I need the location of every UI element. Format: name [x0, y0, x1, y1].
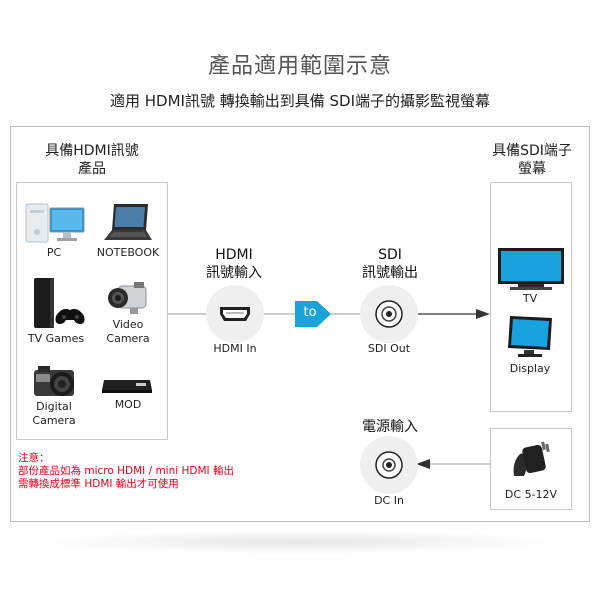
hdmi-heading-line1: HDMI	[215, 247, 253, 263]
hdmi-input-heading: HDMI 訊號輸入	[194, 246, 274, 282]
digital-camera-label-line2: Camera	[32, 414, 76, 427]
dc-port-circle	[360, 436, 418, 494]
sdi-heading-line1: SDI	[378, 247, 402, 263]
note-line-1: 部份產品如為 micro HDMI / mini HDMI 輸出	[18, 465, 234, 477]
game-console-icon	[34, 278, 85, 328]
digital-camera-label-line1: Digital	[36, 400, 72, 413]
video-camera-label-line2: Camera	[106, 332, 150, 345]
tv-games-label: TV Games	[27, 332, 85, 345]
page-subtitle: 適用 HDMI訊號 轉換輸出到具備 SDI端子的攝影監視螢幕	[110, 92, 490, 110]
source-heading-line2: 產品	[78, 161, 106, 177]
power-adapter-label: DC 5-12V	[504, 488, 558, 501]
to-arrow-badge-icon	[295, 301, 331, 327]
video-camera-icon	[108, 282, 147, 314]
dc-in-label: DC In	[374, 494, 404, 507]
display-label: Display	[509, 362, 551, 375]
pc-label: PC	[46, 246, 62, 259]
note-title: 注意：	[18, 452, 50, 464]
sdi-heading-line2: 訊號輸出	[362, 265, 418, 281]
mod-label: MOD	[114, 398, 142, 411]
page-title: 產品適用範圍示意	[207, 54, 392, 79]
destination-box	[490, 182, 572, 412]
source-heading-line1: 具備HDMI訊號	[45, 143, 139, 159]
frame-shadow	[40, 530, 560, 554]
video-camera-label: Video Camera	[98, 318, 158, 346]
notebook-icon	[104, 204, 152, 240]
power-adapter-icon	[513, 441, 550, 476]
sdi-out-label: SDI Out	[367, 342, 411, 355]
tv-label: TV	[522, 292, 538, 305]
digital-camera-label: Digital Camera	[22, 400, 86, 428]
source-heading: 具備HDMI訊號 產品	[20, 142, 164, 178]
mod-settop-box-icon	[102, 380, 152, 393]
notebook-label: NOTEBOOK	[96, 246, 160, 259]
destination-heading-line1: 具備SDI端子	[492, 143, 572, 159]
hdmi-port-circle	[206, 285, 264, 343]
hdmi-port-icon	[220, 307, 250, 321]
destination-heading-line2: 螢幕	[518, 161, 546, 177]
to-badge-label: to	[303, 305, 317, 320]
display-monitor-icon	[508, 316, 552, 357]
digital-camera-icon	[34, 366, 74, 396]
sdi-output-heading: SDI 訊號輸出	[350, 246, 430, 282]
note: 注意： 部份產品如為 micro HDMI / mini HDMI 輸出 需轉換…	[18, 452, 234, 491]
hdmi-heading-line2: 訊號輸入	[206, 265, 262, 281]
destination-heading: 具備SDI端子 螢幕	[470, 142, 594, 178]
power-input-heading: 電源輸入	[362, 419, 418, 435]
pc-icon	[25, 203, 85, 243]
sdi-port-circle	[360, 285, 418, 343]
dc-jack-icon	[375, 451, 403, 479]
video-camera-label-line1: Video	[112, 318, 144, 331]
sdi-bnc-port-icon	[375, 300, 403, 328]
tv-icon	[498, 248, 564, 290]
note-line-2: 需轉換成標準 HDMI 輸出才可使用	[18, 478, 179, 490]
hdmi-in-label: HDMI In	[213, 342, 257, 355]
